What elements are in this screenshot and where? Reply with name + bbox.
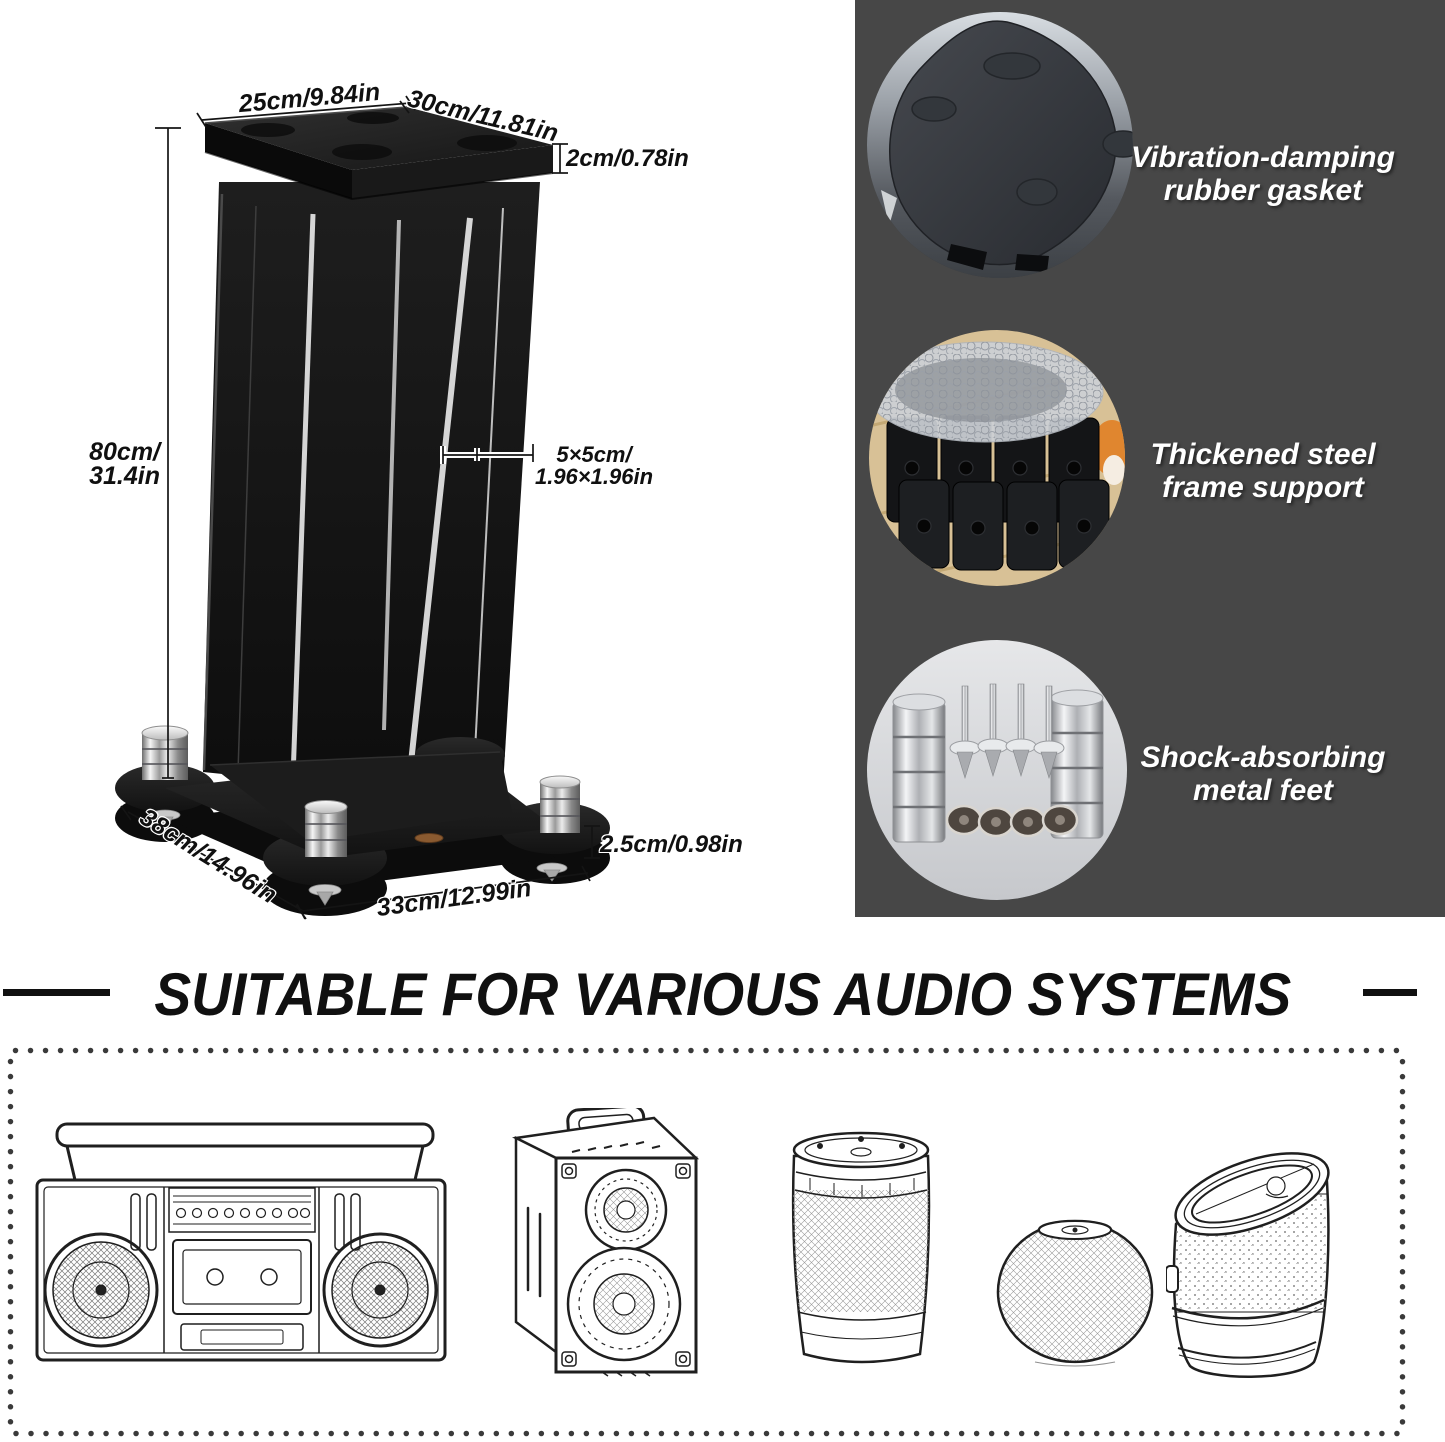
- features-panel: Vibration-damping rubber gasket: [855, 0, 1445, 917]
- feature-label-line: frame support: [1162, 471, 1364, 504]
- feature-label-line: metal feet: [1192, 774, 1334, 807]
- bubble-wrap: [869, 341, 1104, 443]
- spike-feet: [949, 683, 1065, 780]
- suitable-heading-text: SUITABLE FOR VARIOUS AUDIO SYSTEMS: [154, 961, 1291, 1028]
- dim-column-line2: 1.96×1.96in: [534, 464, 654, 489]
- dimension-lines: [120, 95, 600, 920]
- feature-label-line: Thickened steel: [1150, 438, 1376, 471]
- speaker-stand-illustration: [115, 95, 610, 920]
- dim-height-label: 80cm/ 31.4in: [66, 438, 160, 490]
- steel-frame-photo: [869, 330, 1125, 586]
- dim-top-thickness-label: 2cm/0.78in: [566, 145, 689, 172]
- disc-feet: [945, 804, 1079, 838]
- floor-spikes: [149, 809, 568, 906]
- suitable-heading: SUITABLE FOR VARIOUS AUDIO SYSTEMS: [60, 960, 1385, 1029]
- feature-label-line: Shock-absorbing: [1140, 741, 1386, 774]
- boombox-illustration: [35, 1122, 447, 1362]
- feature-label-line: Vibration-damping: [1131, 141, 1395, 174]
- round-mini-speaker-illustration: [996, 1219, 1154, 1367]
- stand-columns: [202, 182, 540, 802]
- heading-rule-right: [1363, 989, 1417, 996]
- dim-height-line2: 31.4in: [89, 462, 160, 490]
- stand-base: [115, 737, 610, 916]
- chrome-cylinder-stack-left: [892, 693, 946, 843]
- bronze-logo-plaque: [414, 833, 444, 843]
- cylinder-smart-speaker-illustration: [791, 1131, 931, 1364]
- stand-top-plate: [204, 106, 554, 201]
- dim-column-size-label: 5×5cm/ 1.96×1.96in: [532, 444, 656, 488]
- feature-label-metal-feet: Shock-absorbing metal feet: [1113, 741, 1413, 807]
- chrome-feet: [141, 725, 581, 857]
- dim-column-line1: 5×5cm/: [556, 442, 632, 467]
- portable-speaker-illustration: [512, 1108, 700, 1377]
- rubber-gasket-photo: [867, 12, 1133, 278]
- chrome-cylinder-stack-right: [1050, 689, 1104, 839]
- angled-smart-speaker-illustration: [1166, 1152, 1330, 1378]
- dim-base-thickness-label: 2.5cm/0.98in: [600, 831, 743, 858]
- feature-label-rubber-gasket: Vibration-damping rubber gasket: [1113, 141, 1413, 207]
- heading-rule-left: [3, 989, 110, 996]
- feature-label-line: rubber gasket: [1163, 174, 1363, 207]
- dim-height-line1: 80cm/: [89, 438, 160, 466]
- metal-feet-photo: [867, 640, 1127, 900]
- feature-label-steel-frame: Thickened steel frame support: [1113, 438, 1413, 504]
